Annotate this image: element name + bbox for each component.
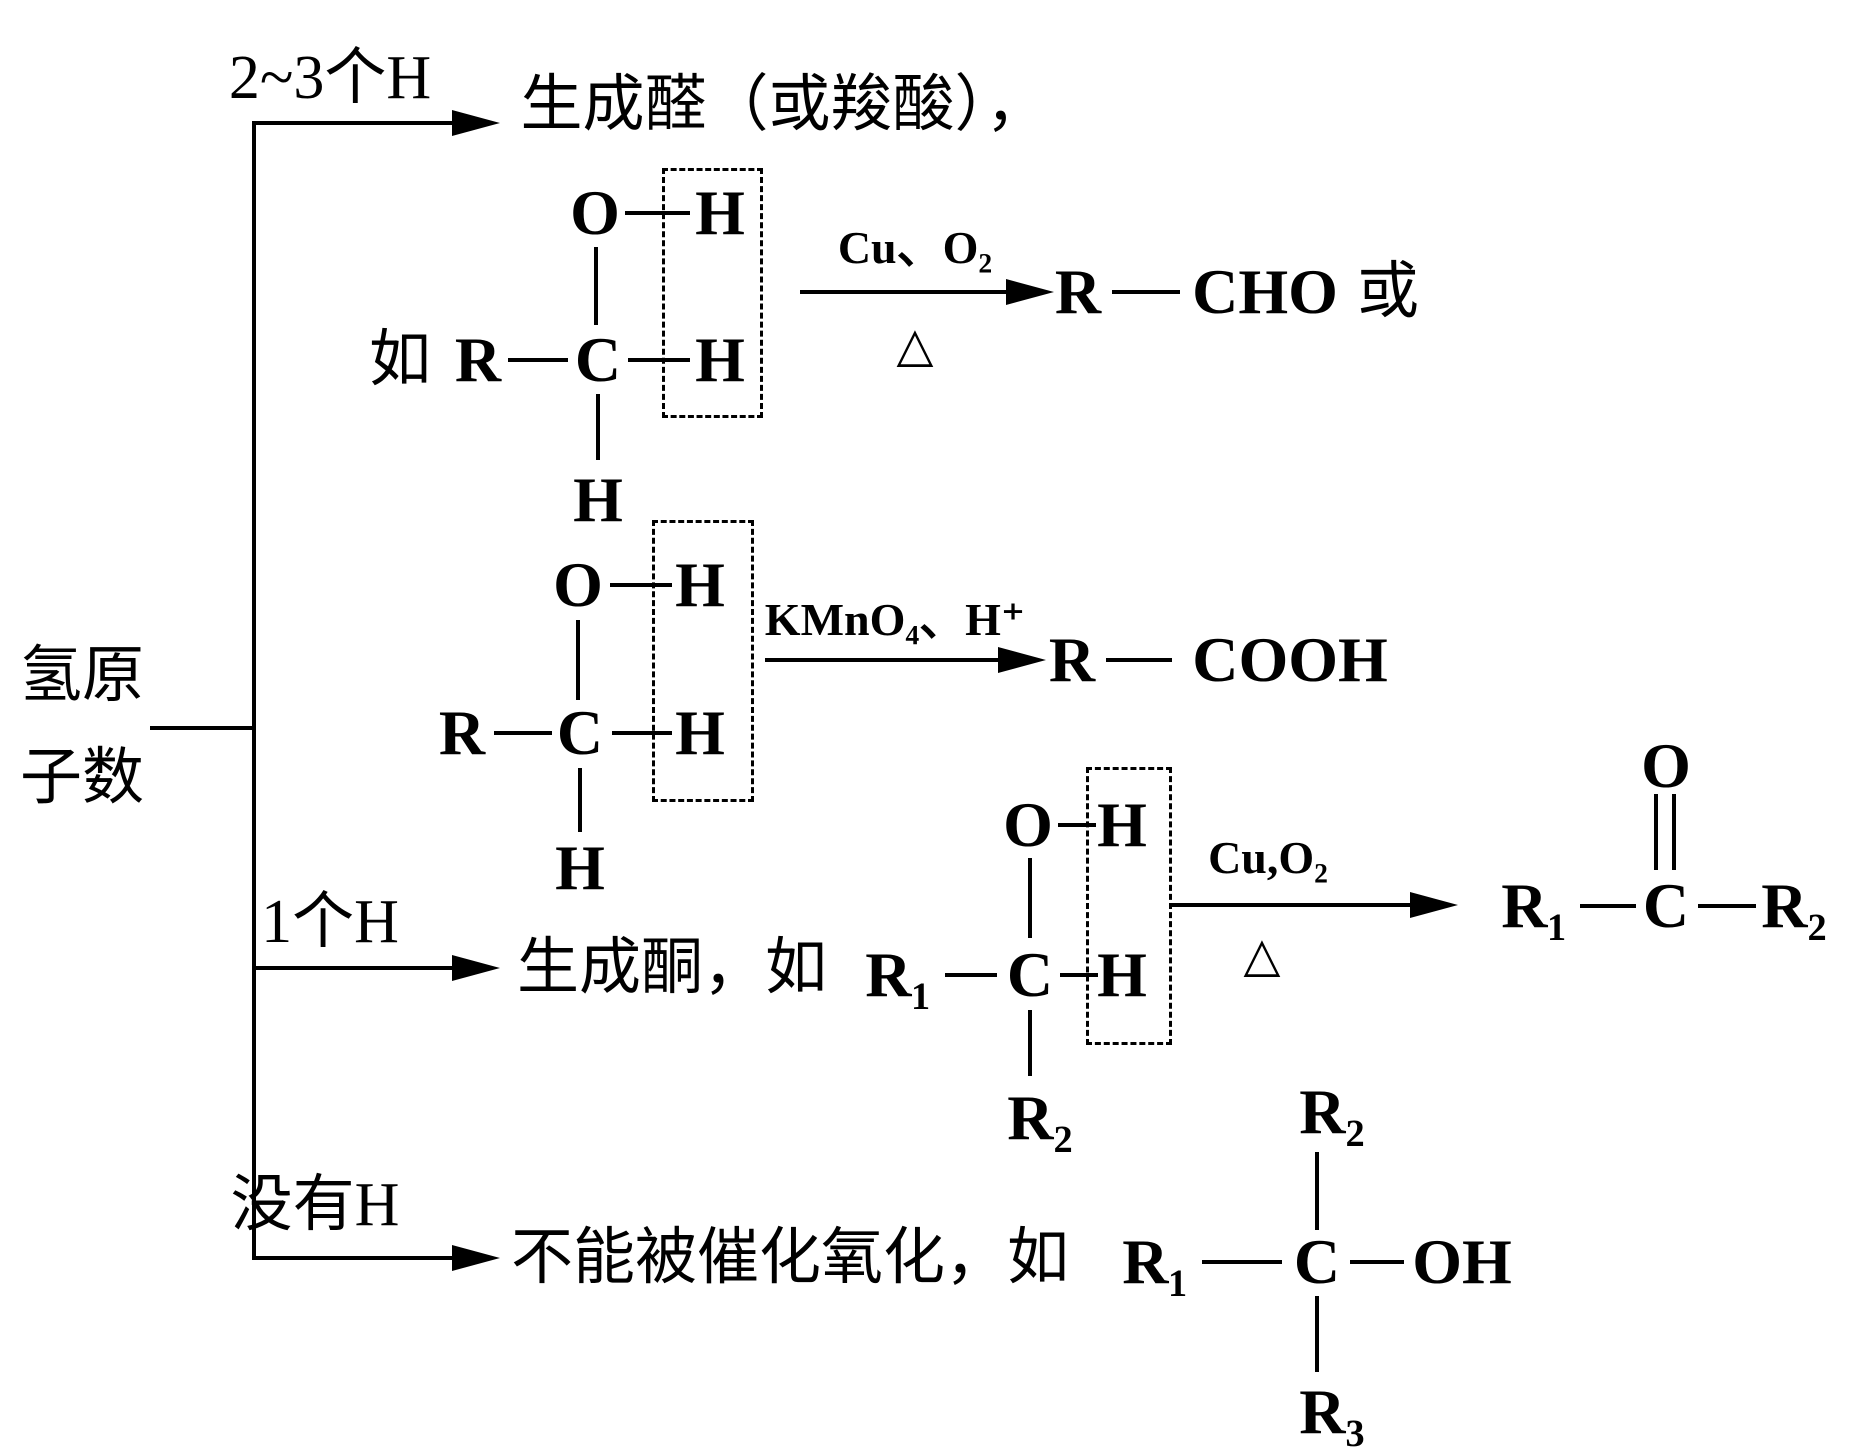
product3-bond-C-R2: [1698, 904, 1756, 908]
structure4-bond-C-R3: [1315, 1296, 1319, 1372]
structure2-atom-C: C: [556, 697, 604, 768]
reaction2-reagents-label: KMnO₄、H⁺: [764, 594, 1026, 645]
branch2-arrow-line: [252, 966, 452, 970]
structure3-bond-C-H: [1060, 973, 1098, 977]
structure1-atom-H-hydroxyl: H: [695, 177, 745, 248]
structure4-group-OH: OH: [1412, 1226, 1512, 1297]
structure4-bond-R1-C: [1202, 1260, 1282, 1264]
product2-group-COOH: COOH: [1192, 624, 1388, 695]
structure1-atom-H-side: H: [695, 324, 745, 395]
product2-atom-R: R: [1048, 624, 1096, 695]
reaction3-arrow-head: [1410, 892, 1458, 918]
reaction2-arrow-head: [998, 647, 1046, 673]
structure2-bond-C-H-bottom: [578, 768, 582, 832]
structure3-atom-C: C: [1006, 939, 1054, 1010]
root-connector-line: [150, 726, 252, 730]
product3-atom-R2: R₂: [1761, 870, 1827, 941]
structure2-bond-O-H: [610, 583, 672, 587]
reaction3-reagents-label: Cu,O₂: [1208, 832, 1328, 883]
structure4-bond-C-OH: [1350, 1260, 1404, 1264]
structure4-atom-C: C: [1293, 1226, 1341, 1297]
structure4-bond-C-R2: [1315, 1152, 1319, 1230]
branch3-condition-label: 没有H: [230, 1171, 400, 1239]
structure1-bond-R-C: [508, 358, 568, 362]
structure3-atom-O: O: [1003, 789, 1053, 860]
structure1-atom-R: R: [454, 324, 502, 395]
product3-atom-R1: R₁: [1501, 870, 1567, 941]
reaction2-arrow-line: [765, 658, 1000, 662]
structure3-bond-O-H: [1058, 823, 1096, 827]
structure3-bond-C-R2: [1028, 1010, 1032, 1076]
branch3-arrow-line: [252, 1256, 452, 1260]
structure2-atom-H-bottom: H: [555, 832, 605, 903]
product3-double-bond-line2: [1672, 794, 1676, 870]
structure2-atom-O: O: [553, 549, 603, 620]
structure1-bond-C-H: [628, 358, 690, 362]
structure1-bond-O-H: [625, 211, 690, 215]
structure1-bond-C-H-bottom: [596, 394, 600, 460]
structure1-bond-C-O: [594, 247, 598, 325]
structure1-atom-H-bottom: H: [573, 464, 623, 535]
product3-atom-O: O: [1641, 730, 1691, 801]
structure2-highlight-dashed-box: [652, 520, 754, 802]
product1-or-label: 或: [1356, 258, 1420, 326]
structure2-atom-H-side: H: [675, 697, 725, 768]
product3-bond-R1-C: [1580, 904, 1636, 908]
branch1-arrow-line: [252, 121, 452, 125]
structure3-atom-H-hydroxyl: H: [1097, 789, 1147, 860]
structure3-atom-R2: R₂: [1007, 1082, 1073, 1153]
structure2-bond-C-H: [612, 731, 672, 735]
structure3-atom-H-side: H: [1097, 939, 1147, 1010]
product1-atom-R: R: [1054, 256, 1102, 327]
branch2-result-text: 生成酮，如: [516, 934, 828, 1002]
structure2-bond-C-O: [576, 620, 580, 700]
branch2-condition-label: 1个H: [261, 888, 399, 956]
structure3-bond-R1-C: [945, 973, 997, 977]
structure2-bond-R-C: [494, 731, 552, 735]
root-label-line2: 子数: [19, 744, 145, 812]
structure3-atom-R1: R₁: [865, 939, 931, 1010]
structure4-atom-R2: R₂: [1299, 1076, 1365, 1147]
reaction3-arrow-line: [1172, 903, 1412, 907]
structure3-bond-C-O: [1028, 858, 1032, 938]
branch1-condition-label: 2~3个H: [228, 44, 432, 112]
product1-group-CHO: CHO: [1192, 256, 1338, 327]
structure1-atom-O: O: [570, 177, 620, 248]
branch3-result-text: 不能被催化氧化，如: [510, 1224, 1070, 1292]
product2-bond: [1106, 658, 1172, 662]
root-label-line1: 氢原: [19, 642, 145, 710]
structure1-atom-C: C: [574, 324, 622, 395]
structure2-atom-H-hydroxyl: H: [675, 549, 725, 620]
structure3-highlight-dashed-box: [1086, 767, 1172, 1045]
reaction1-heat-triangle: △: [896, 317, 934, 373]
structure2-atom-R: R: [438, 697, 486, 768]
structure1-highlight-dashed-box: [662, 168, 763, 418]
structure4-atom-R1: R₁: [1122, 1226, 1188, 1297]
reaction1-reagents-label: Cu、O₂: [837, 222, 993, 273]
branch1-result-text: 生成醛（或羧酸），: [520, 71, 1048, 139]
structure1-prefix: 如: [368, 326, 432, 394]
product1-bond: [1112, 290, 1180, 294]
reaction1-arrow-line: [800, 290, 1008, 294]
branch1-arrow-head: [452, 110, 500, 136]
reaction1-arrow-head: [1006, 279, 1054, 305]
product3-double-bond-line1: [1654, 794, 1658, 870]
trunk-line: [252, 121, 256, 1260]
reaction3-heat-triangle: △: [1243, 927, 1281, 983]
structure4-atom-R3: R₃: [1299, 1376, 1365, 1447]
branch3-arrow-head: [452, 1245, 500, 1271]
branch2-arrow-head: [452, 955, 500, 981]
product3-atom-C: C: [1642, 870, 1690, 941]
